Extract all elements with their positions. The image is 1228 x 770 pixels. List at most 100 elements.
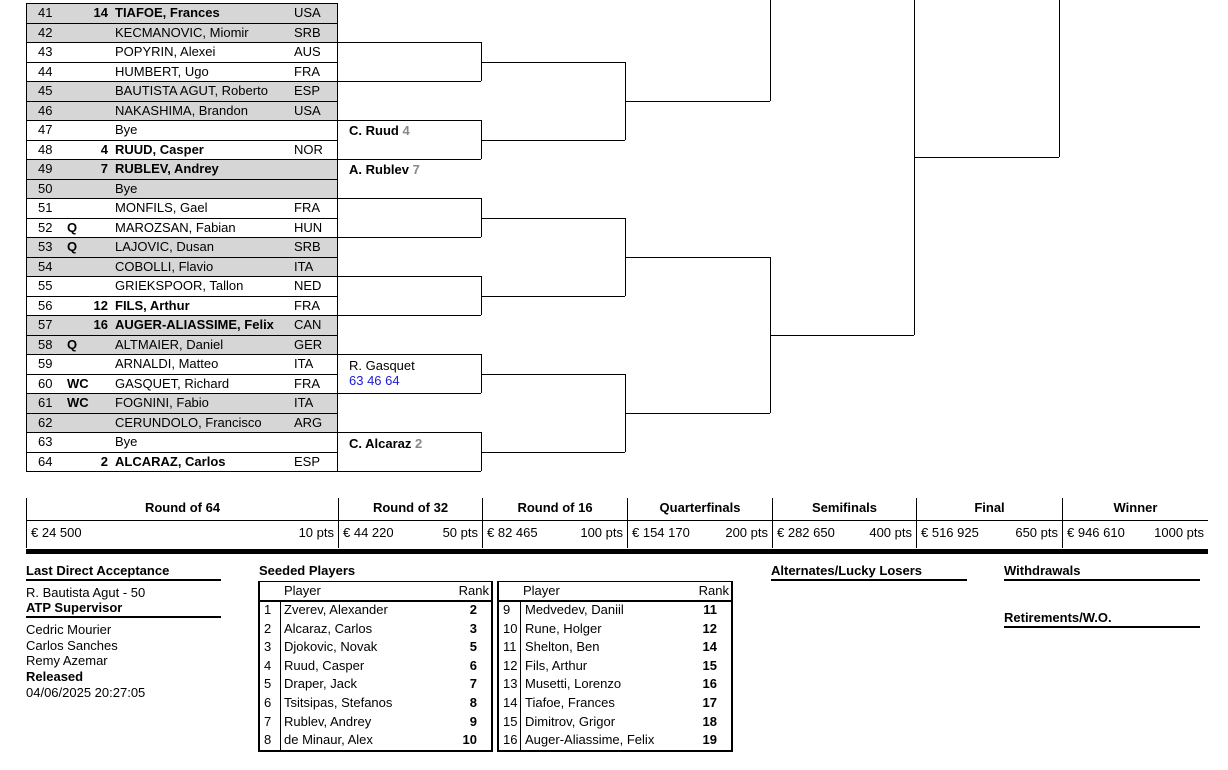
bracket-line bbox=[338, 393, 481, 394]
lda-value: R. Bautista Agut - 50 bbox=[26, 585, 146, 600]
country-code: USA bbox=[294, 102, 321, 118]
retirements-underline bbox=[1004, 626, 1200, 628]
player-name: Draper, Jack bbox=[284, 676, 357, 692]
draw-position: 44 bbox=[38, 63, 53, 79]
prize-money: € 946 610 bbox=[1067, 525, 1125, 540]
player-name: MONFILS, Gael bbox=[115, 200, 208, 215]
player-name: Tsitsipas, Stefanos bbox=[284, 695, 393, 710]
player-name: ALCARAZ, Carlos bbox=[115, 453, 226, 469]
supervisor-underline bbox=[26, 616, 221, 618]
bracket-line bbox=[481, 451, 625, 453]
row-divider bbox=[26, 100, 338, 102]
seeded-table-header: Player Rank bbox=[499, 582, 731, 602]
ranking-points: 200 pts bbox=[725, 525, 768, 540]
seeded-table-header: Player Rank bbox=[260, 582, 491, 602]
player-name: Tiafoe, Frances bbox=[525, 695, 615, 710]
retirements-title: Retirements/W.O. bbox=[1004, 610, 1112, 625]
draw-position: 56 bbox=[38, 297, 53, 313]
bracket-line bbox=[338, 42, 481, 43]
released-label: Released bbox=[26, 669, 84, 684]
player-rank: 19 bbox=[702, 732, 717, 748]
draw-position: 62 bbox=[38, 414, 53, 430]
entry-type: Q bbox=[67, 219, 78, 235]
player-header: Player bbox=[284, 583, 321, 598]
player-name: Bye bbox=[115, 180, 138, 196]
row-divider bbox=[26, 432, 338, 433]
bracket-line bbox=[914, 157, 1059, 158]
player-rank: 10 bbox=[462, 732, 477, 748]
seed-number: 7 bbox=[264, 713, 272, 729]
draw-position: 45 bbox=[38, 83, 53, 98]
draw-position: 53 bbox=[38, 239, 53, 254]
player-name: COBOLLI, Flavio bbox=[115, 258, 214, 274]
player-name: RUBLEV, Andrey bbox=[115, 161, 219, 176]
seed-number-column bbox=[499, 600, 521, 750]
released-value: 04/06/2025 20:27:05 bbox=[26, 685, 146, 700]
lda-underline bbox=[26, 579, 221, 581]
seed-number: 13 bbox=[503, 676, 518, 692]
seed-number: 7 bbox=[100, 161, 108, 176]
country-code: AUS bbox=[294, 44, 321, 59]
bracket-line bbox=[338, 471, 481, 472]
round-name: Round of 64 bbox=[144, 500, 221, 515]
player-name: AUGER-ALIASSIME, Felix bbox=[115, 317, 274, 332]
row-divider bbox=[26, 295, 338, 297]
section-separator bbox=[26, 549, 1208, 554]
alternates-title: Alternates/Lucky Losers bbox=[771, 563, 923, 578]
rank-header: Rank bbox=[458, 583, 489, 598]
ranking-points: 100 pts bbox=[580, 525, 623, 540]
seed-number-column bbox=[260, 600, 281, 750]
seed-number: 11 bbox=[503, 639, 517, 655]
player-name: MAROZSAN, Fabian bbox=[115, 219, 236, 235]
seed-number: 2 bbox=[264, 620, 272, 636]
seed-number: 3 bbox=[264, 639, 272, 655]
player-rank: 12 bbox=[702, 620, 717, 636]
bracket-line bbox=[625, 100, 770, 102]
country-code: NOR bbox=[294, 141, 323, 157]
row-divider bbox=[26, 451, 338, 453]
player-name: POPYRIN, Alexei bbox=[115, 44, 216, 59]
player-name: Musetti, Lorenzo bbox=[525, 676, 622, 692]
player-name: Djokovic, Novak bbox=[284, 639, 378, 655]
draw-position: 57 bbox=[38, 317, 53, 332]
player-name: de Minaur, Alex bbox=[284, 732, 373, 748]
supervisor-name: Carlos Sanches bbox=[26, 638, 118, 653]
seed-number: 15 bbox=[503, 713, 518, 729]
country-code: FRA bbox=[294, 375, 320, 391]
seed-number: 6 bbox=[264, 695, 272, 710]
draw-position: 42 bbox=[38, 24, 53, 40]
winner-name: C. Alcaraz bbox=[349, 436, 412, 451]
row-divider bbox=[26, 42, 338, 43]
round-name: Winner bbox=[1113, 500, 1158, 515]
seed-number: 4 bbox=[100, 141, 108, 157]
player-name: Ruud, Casper bbox=[284, 657, 365, 673]
ranking-points: 400 pts bbox=[869, 525, 912, 540]
r32-winner: A. Rublev 7 bbox=[349, 162, 420, 177]
bracket-line bbox=[338, 120, 481, 121]
player-name: Alcaraz, Carlos bbox=[284, 620, 373, 636]
seed-number: 12 bbox=[93, 297, 108, 313]
alternates-underline bbox=[771, 579, 967, 581]
row-divider bbox=[26, 276, 338, 277]
player-rank: 17 bbox=[702, 695, 717, 710]
bracket-line bbox=[770, 0, 771, 101]
draw-position: 43 bbox=[38, 44, 53, 59]
